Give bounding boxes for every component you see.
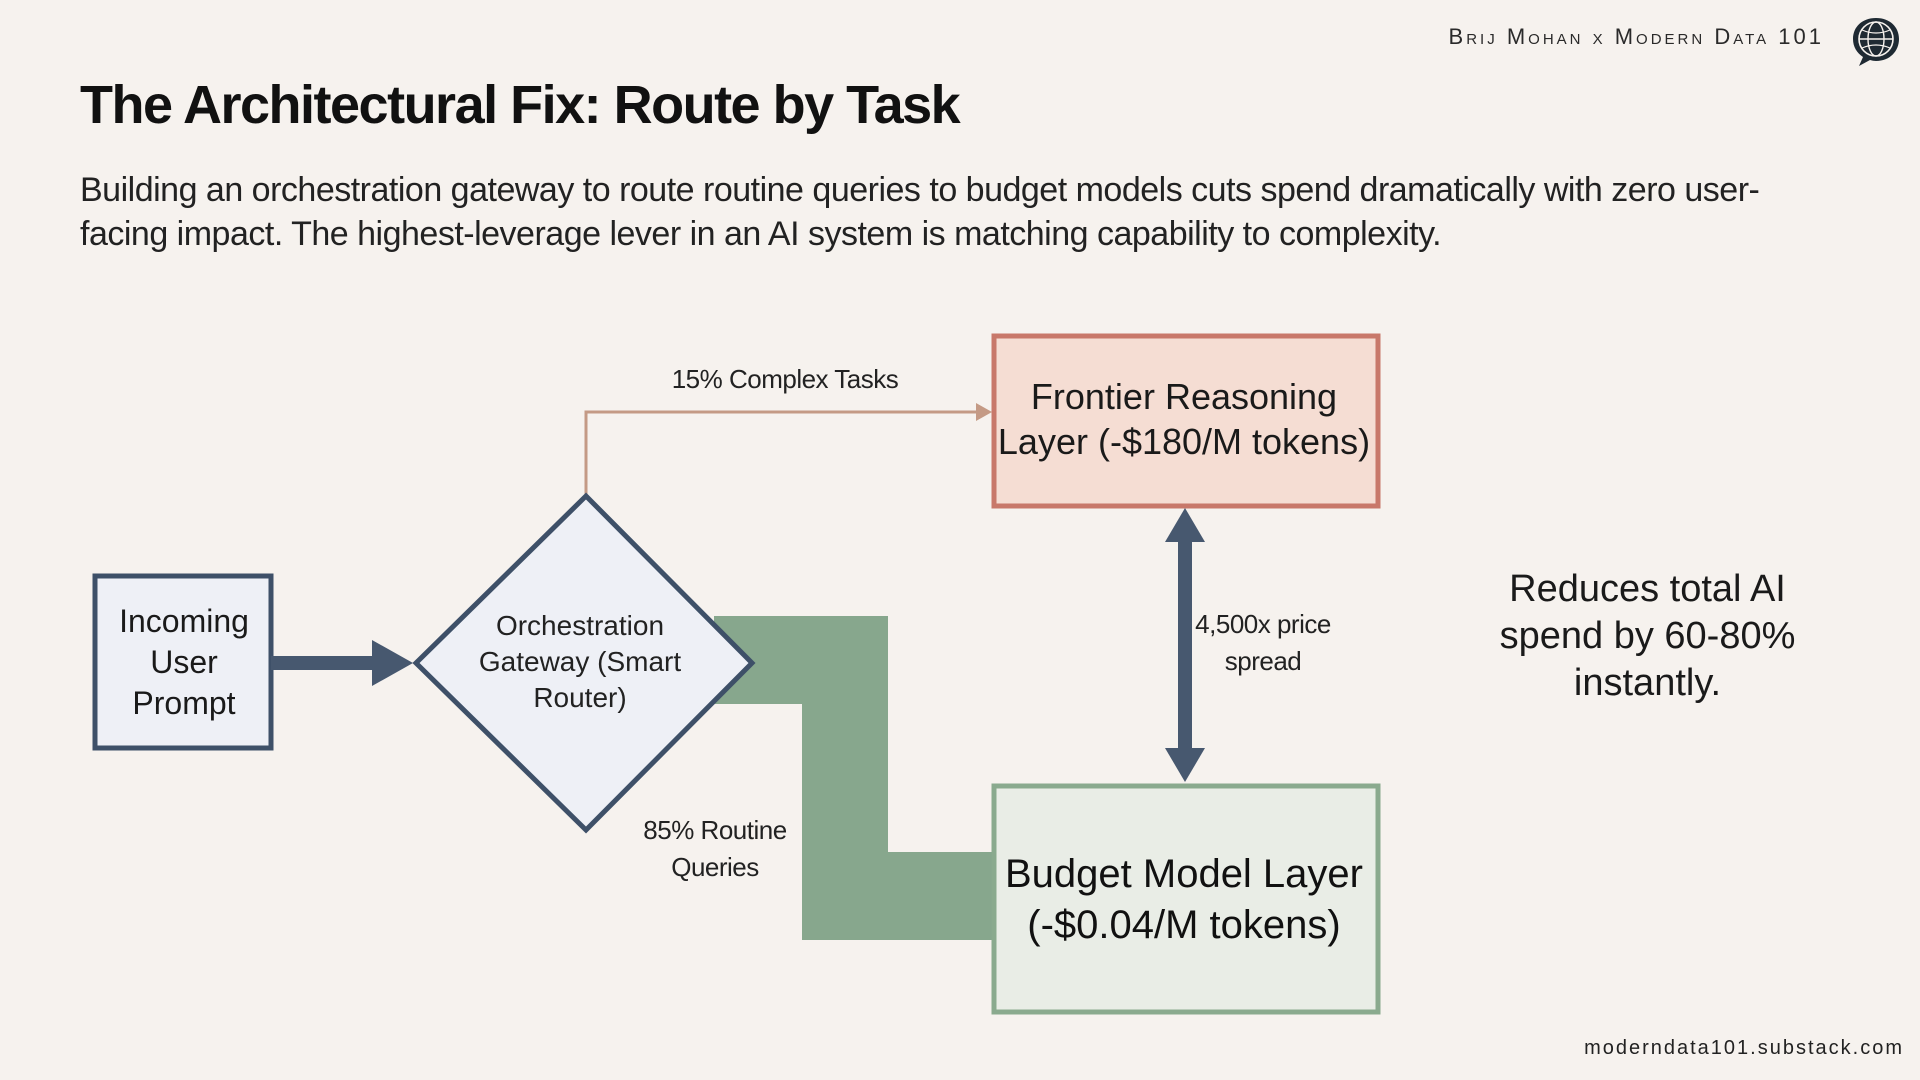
savings-note: Reduces total AI spend by 60-80% instant… (1499, 568, 1796, 704)
frontier-node-label: Frontier Reasoning Layer (-$180/M tokens… (997, 376, 1371, 462)
budget-node-label: Budget Model Layer (-$0.04/M tokens) (1004, 852, 1363, 947)
page-subtitle: Building an orchestration gateway to rou… (80, 171, 1760, 253)
price-spread-arrow (1165, 508, 1205, 782)
routine-edge-label: 85% Routine Queries (643, 815, 787, 882)
budget-node-box (991, 783, 1381, 1015)
routine-flow-connector (714, 616, 996, 940)
footer-url: moderndata101.substack.com (1584, 1037, 1904, 1059)
complex-flow-connector (584, 403, 992, 496)
brand-header: Brij Mohan x Modern Data 101 (1448, 24, 1824, 49)
globe-chat-bubble-icon (1853, 18, 1899, 66)
page-title: The Architectural Fix: Route by Task (80, 75, 961, 135)
input-node-label: Incoming User Prompt (119, 602, 249, 721)
input-arrow (271, 640, 413, 686)
gateway-diamond (412, 492, 756, 834)
gateway-node-label: Orchestration Gateway (Smart Router) (478, 610, 682, 713)
price-spread-label: 4,500x price spread (1195, 609, 1331, 676)
frontier-node-box (991, 333, 1381, 509)
complex-edge-label: 15% Complex Tasks (671, 364, 899, 394)
